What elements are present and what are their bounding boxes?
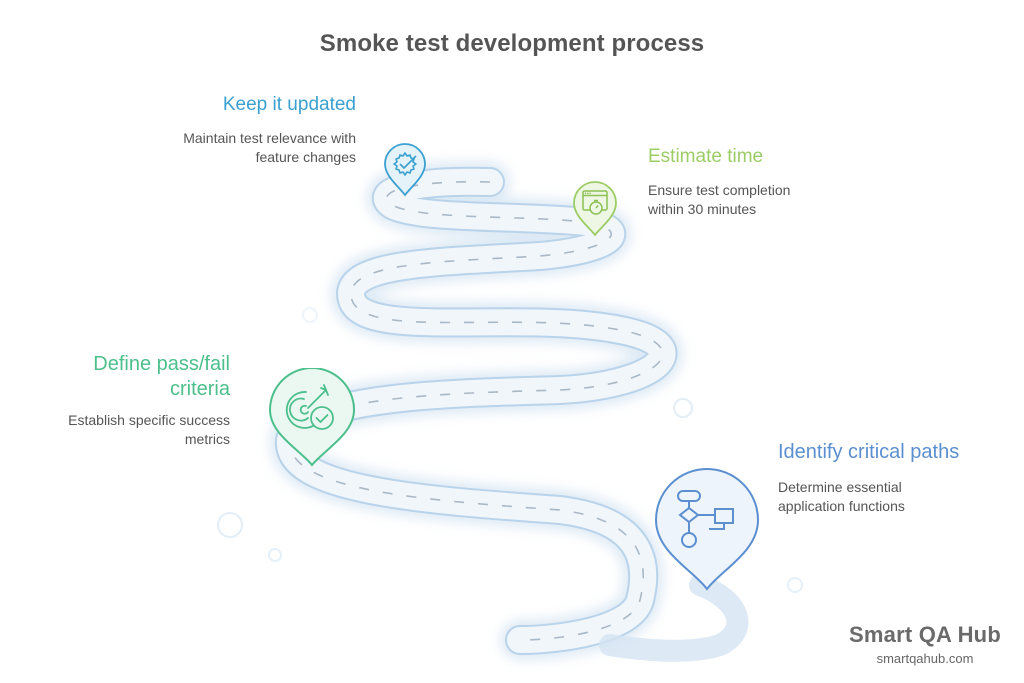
description-line: Determine essential — [778, 479, 902, 495]
logo-name: Smart QA Hub — [849, 622, 1001, 647]
browser-stopwatch-icon — [573, 181, 617, 237]
description-line: within 30 minutes — [648, 201, 757, 217]
logo-url: smartqahub.com — [876, 651, 974, 666]
step-identify-paths-title: Identify critical paths — [778, 441, 960, 463]
brand-logo: Smart QA Hub smartqahub.com — [830, 622, 1020, 666]
step-keep-updated-title: Keep it updated — [222, 94, 356, 115]
step-define-criteria-description: Establish specific success metrics — [30, 411, 230, 449]
flowchart-icon — [654, 468, 760, 591]
gear-check-icon — [384, 143, 426, 197]
description-line: feature changes — [255, 149, 356, 165]
description-line: Establish specific success — [68, 412, 230, 428]
diagram-title: Smoke test development process — [319, 30, 705, 57]
target-check-icon — [268, 368, 356, 467]
description-line: Ensure test completion — [648, 182, 791, 198]
title-line: criteria — [169, 378, 230, 400]
description-line: metrics — [184, 431, 230, 447]
step-estimate-time-description: Ensure test completion within 30 minutes — [648, 181, 848, 219]
step-identify-paths-description: Determine essential application function… — [778, 478, 998, 516]
description-line: application functions — [778, 498, 905, 514]
step-keep-updated-description: Maintain test relevance with feature cha… — [120, 129, 356, 167]
step-define-criteria-title: Define pass/fail criteria — [40, 352, 230, 402]
title-line: Define pass/fail — [93, 353, 230, 375]
description-line: Maintain test relevance with — [183, 130, 356, 146]
step-estimate-time-title: Estimate time — [648, 146, 764, 167]
